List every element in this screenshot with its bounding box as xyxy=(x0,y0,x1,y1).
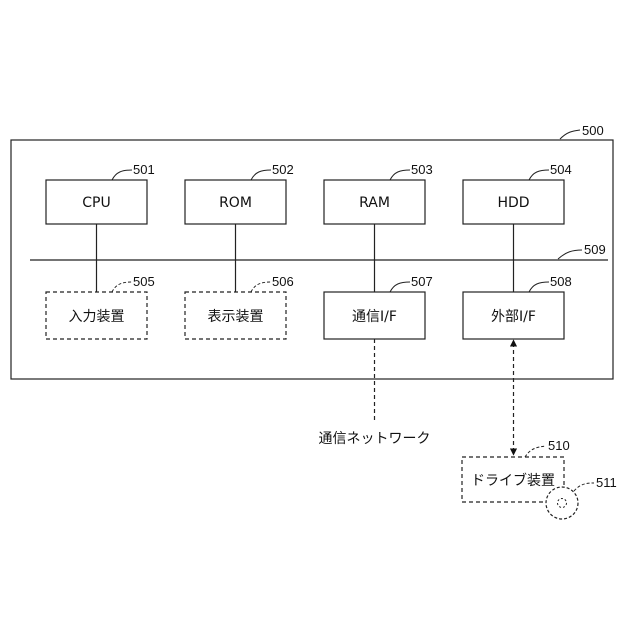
input-device-leader xyxy=(112,282,132,292)
cpu-block: CPU xyxy=(46,180,147,224)
external-if-ref: 508 xyxy=(550,274,572,289)
ram-block: RAM xyxy=(324,180,425,224)
external-if-block: 外部I/F xyxy=(463,292,564,339)
rom-ref: 502 xyxy=(272,162,294,177)
svg-text:表示装置: 表示装置 xyxy=(208,309,264,325)
svg-text:RAM: RAM xyxy=(359,195,390,211)
ram-ref: 503 xyxy=(411,162,433,177)
hdd-ref: 504 xyxy=(550,162,572,177)
display-device-block: 表示装置 xyxy=(185,292,286,339)
network-label: 通信ネットワーク xyxy=(319,431,431,447)
bus-leader xyxy=(558,250,582,259)
svg-text:CPU: CPU xyxy=(82,195,110,211)
svg-text:ROM: ROM xyxy=(219,195,252,211)
system-ref: 500 xyxy=(582,123,604,138)
cpu-ref: 501 xyxy=(133,162,155,177)
rom-block: ROM xyxy=(185,180,286,224)
external-if-leader xyxy=(529,282,549,292)
comm-if-ref: 507 xyxy=(411,274,433,289)
rom-leader xyxy=(251,170,271,180)
input-device-ref: 505 xyxy=(133,274,155,289)
svg-text:入力装置: 入力装置 xyxy=(69,309,125,325)
comm-if-block: 通信I/F xyxy=(324,292,425,339)
svg-text:HDD: HDD xyxy=(497,195,529,211)
display-device-leader xyxy=(251,282,271,292)
svg-text:ドライブ装置: ドライブ装置 xyxy=(471,472,555,489)
input-device-block: 入力装置 xyxy=(46,292,147,339)
system-leader xyxy=(560,130,580,139)
drive-device-ref: 510 xyxy=(548,438,570,453)
comm-if-leader xyxy=(390,282,410,292)
medium-ref: 511 xyxy=(596,475,617,490)
svg-text:外部I/F: 外部I/F xyxy=(491,309,536,325)
ram-leader xyxy=(390,170,410,180)
drive-device-leader xyxy=(525,446,546,457)
svg-text:通信I/F: 通信I/F xyxy=(352,309,397,325)
bus-ref: 509 xyxy=(584,242,606,257)
hdd-leader xyxy=(529,170,549,180)
cpu-leader xyxy=(112,170,132,180)
hdd-block: HDD xyxy=(463,180,564,224)
display-device-ref: 506 xyxy=(272,274,294,289)
recording-medium-disc-icon xyxy=(546,487,578,519)
medium-leader xyxy=(574,483,594,491)
